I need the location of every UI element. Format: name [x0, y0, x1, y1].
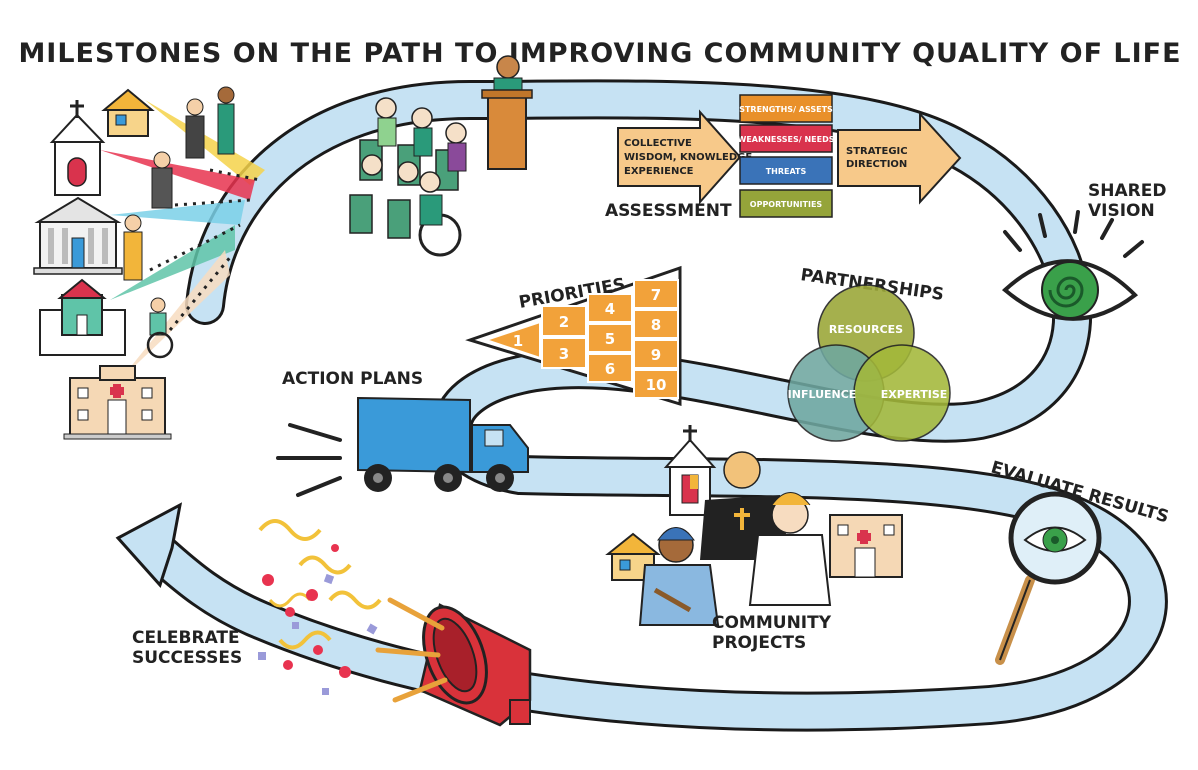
input-arrow-line-3: EXPERIENCE — [624, 166, 694, 177]
school-icon — [39, 278, 126, 356]
priority-cell-8 — [633, 309, 679, 339]
priority-number-6: 6 — [605, 360, 615, 378]
priority-number-5: 5 — [605, 330, 615, 348]
swot-opportunities — [739, 189, 833, 218]
swot-strengths-label: STRENGTHS/ ASSETS — [739, 105, 833, 114]
priority-cell-7 — [633, 279, 679, 309]
small-church-icon — [663, 425, 717, 516]
priority-number-8: 8 — [651, 316, 661, 334]
beam-red — [100, 150, 255, 200]
priority-cell-3 — [541, 337, 587, 369]
output-arrow-line-1: STRATEGIC — [846, 146, 908, 157]
community-projects-group: COMMUNITY PROJECTS — [605, 425, 903, 653]
community-projects-line-2: PROJECTS — [712, 633, 806, 653]
confetti-icon — [258, 519, 382, 695]
swot-weaknesses-label: WEAKNESSES/ NEEDS — [738, 135, 835, 144]
swot-threats-label: THREATS — [766, 167, 807, 176]
priority-cell-4 — [587, 293, 633, 323]
shared-vision-line-2: VISION — [1088, 201, 1155, 221]
house-icon — [101, 88, 155, 137]
priority-cell-2 — [541, 305, 587, 337]
input-arrow-line-2: WISDOM, KNOWLEDGE — [624, 152, 752, 163]
hospital-icon — [63, 365, 172, 440]
small-hospital-icon — [829, 514, 903, 578]
celebrate-line-1: CELEBRATE — [132, 628, 240, 648]
venn-resources-label: RESOURCES — [829, 323, 903, 336]
people-walking-icon — [123, 86, 235, 359]
priority-number-7: 7 — [651, 286, 661, 304]
priority-cell-1 — [482, 320, 541, 360]
assessment-group: COLLECTIVE WISDOM, KNOWLEDGE EXPERIENCE … — [605, 94, 962, 221]
celebrate-line-2: SUCCESSES — [132, 648, 242, 668]
priority-cell-5 — [587, 323, 633, 353]
priority-cell-9 — [633, 339, 679, 369]
diagram-title: MILESTONES ON THE PATH TO IMPROVING COMM… — [18, 38, 1181, 69]
priority-number-9: 9 — [651, 346, 661, 364]
output-arrow — [837, 111, 962, 205]
assessment-label: ASSESSMENT — [605, 201, 732, 221]
swot-weaknesses — [739, 124, 833, 153]
beam-cyan — [110, 200, 245, 225]
community-buildings — [33, 86, 265, 440]
beam-yellow — [145, 100, 265, 185]
output-arrow-line-2: DIRECTION — [846, 159, 907, 170]
beam-teal — [110, 225, 235, 300]
magnifying-glass-icon — [995, 491, 1102, 665]
swot-opportunities-label: OPPORTUNITIES — [750, 200, 823, 209]
government-building-icon — [33, 196, 123, 275]
input-arrow-line-1: COLLECTIVE — [624, 138, 692, 149]
priority-number-1: 1 — [513, 332, 523, 350]
megaphone-icon — [375, 597, 532, 727]
eye-icon — [1001, 210, 1144, 321]
venn-influence-label: INFLUENCE — [788, 388, 857, 401]
venn-expertise — [853, 344, 951, 442]
priority-cell-6 — [587, 353, 633, 383]
speaker-podium-icon — [481, 55, 533, 170]
path-arrowhead — [115, 502, 183, 588]
input-arrow — [617, 109, 742, 205]
shared-vision-line-1: SHARED — [1088, 181, 1166, 201]
church-icon — [49, 100, 106, 196]
priority-number-2: 2 — [559, 313, 569, 331]
workers-icon — [638, 451, 832, 626]
celebrate-group: CELEBRATE SUCCESSES — [132, 519, 532, 727]
shared-vision-group: SHARED VISION — [1001, 181, 1166, 321]
dotted-connectors — [149, 168, 261, 331]
path-ribbon — [115, 79, 1168, 732]
audience-icon — [349, 97, 467, 257]
priority-number-4: 4 — [605, 300, 615, 318]
partnerships-group: PARTNERSHIPS RESOURCES INFLUENCE EXPERTI… — [787, 265, 951, 442]
community-projects-line-1: COMMUNITY — [712, 613, 832, 633]
priority-number-3: 3 — [559, 345, 569, 363]
swot-strengths — [739, 94, 833, 123]
swot-threats — [739, 156, 833, 185]
priority-cell-10 — [633, 369, 679, 399]
motion-lines — [276, 423, 342, 497]
action-plans-label: ACTION PLANS — [282, 369, 423, 389]
action-plans-group: ACTION PLANS — [276, 369, 529, 497]
priority-number-10: 10 — [646, 376, 667, 394]
venn-expertise-label: EXPERTISE — [881, 388, 948, 401]
truck-icon — [357, 396, 529, 492]
